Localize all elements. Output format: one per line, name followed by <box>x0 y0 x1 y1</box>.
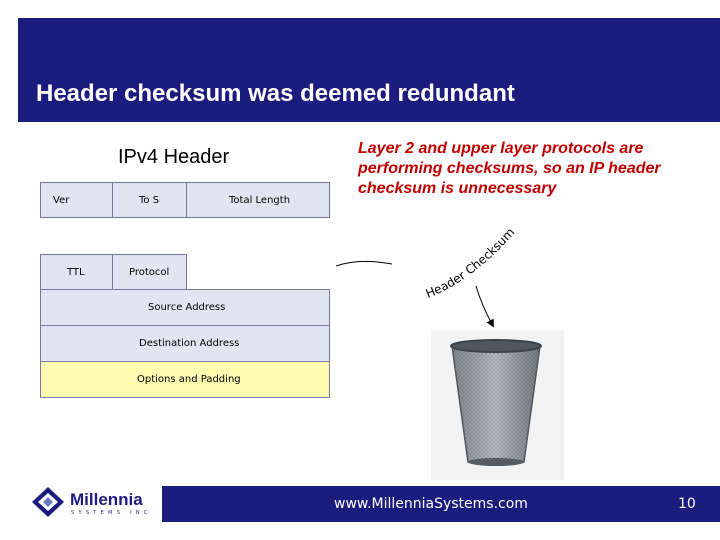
logo-subtitle: SYSTEMS INC <box>71 510 152 516</box>
slide-title: Header checksum was deemed redundant <box>36 80 515 107</box>
source-line <box>335 260 393 267</box>
drop-arrow <box>475 285 494 328</box>
millennia-logo-icon <box>32 487 64 517</box>
source-address-label: Source Address <box>148 302 226 313</box>
total-length-label: Total Length <box>229 195 291 206</box>
protocol-label: Protocol <box>129 267 170 278</box>
logo-name: Millennia <box>70 490 143 509</box>
ver-label: Ver <box>53 195 70 206</box>
destination-address-field: Destination Address <box>40 325 330 362</box>
diagram-title: IPv4 Header <box>118 146 230 168</box>
destination-address-label: Destination Address <box>139 338 240 349</box>
page-number: 10 <box>678 496 696 512</box>
options-padding-field: Options and Padding <box>40 361 330 398</box>
ttl-field: TTL <box>40 254 113 290</box>
explanation-note: Layer 2 and upper layer protocols are pe… <box>358 140 661 197</box>
tos-label: To S <box>139 195 160 206</box>
footer-url[interactable]: www.MillenniaSystems.com <box>334 496 528 512</box>
ttl-label: TTL <box>67 267 85 278</box>
header-checksum-arc-text: Header Checksum <box>424 225 518 301</box>
tos-field: To S <box>112 182 187 218</box>
wastebasket-image <box>431 330 564 480</box>
title-banner <box>18 18 720 122</box>
footer-bar <box>162 486 720 522</box>
total-length-field: Total Length <box>186 182 330 218</box>
options-padding-label: Options and Padding <box>137 374 241 385</box>
